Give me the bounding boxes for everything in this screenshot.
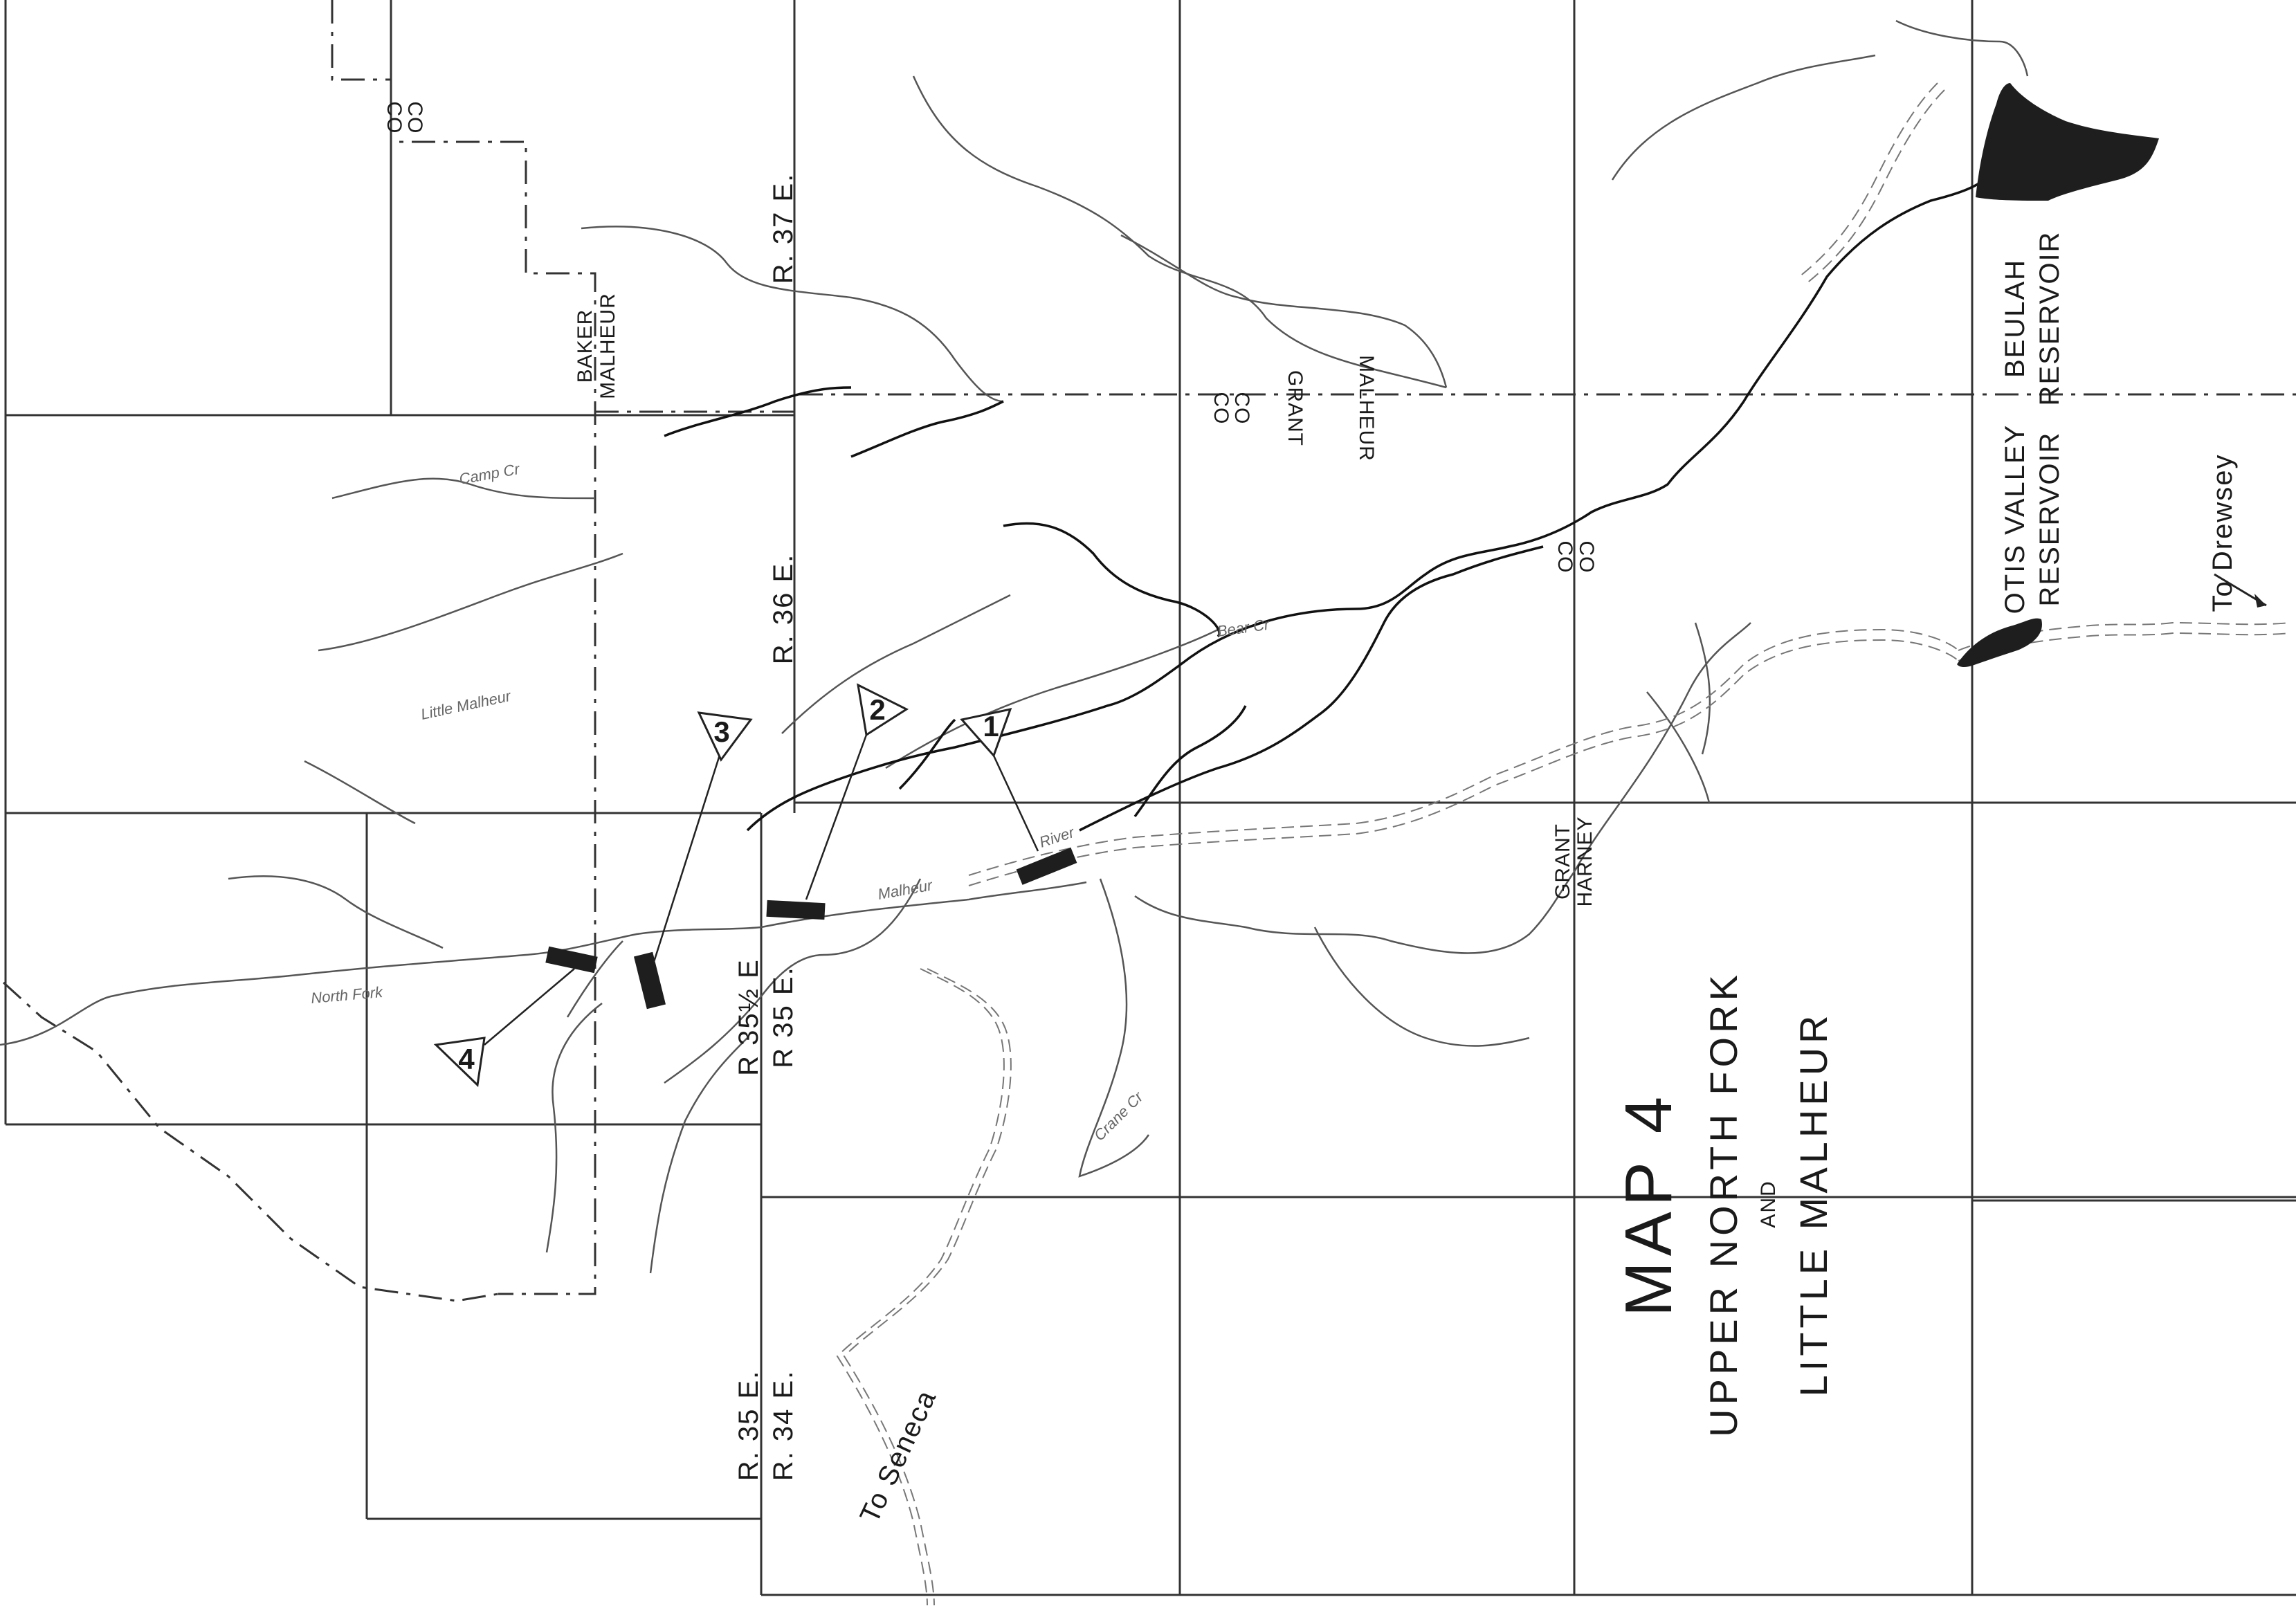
road-labels: To Drewsey To Seneca [855,454,2267,1528]
county-co-right-a: CO [1554,541,1576,574]
site-label-4: 4 [458,1043,475,1075]
stream-label-camp: Camp Cr [458,460,522,488]
range-labels: R. 37 E. R. 36 E. R 35½ E R 35 E. R. 35 … [734,173,799,1481]
county-co-mid-b: CO [1230,392,1253,425]
map-subtitle-2: LITTLE MALHEUR [1792,1012,1835,1397]
stream-label-bear: Bear Cr [1216,615,1271,640]
county-co-top-a: CO [383,102,406,134]
county-harney: HARNEY [1574,816,1596,906]
county-grant-a: GRANT [1284,370,1306,446]
stream-label-river: River [1037,823,1077,851]
county-grant-b: GRANT [1551,823,1574,900]
site-marker-3: 3 [697,711,753,762]
county-labels: CO CO BAKER MALHEUR CO CO GRANT MALHEUR … [383,102,1598,907]
otis-label-2: RESERVOIR [2034,432,2065,607]
site-label-3: 3 [713,715,729,748]
site-leaders [484,734,1039,1046]
range-r37: R. 37 E. [768,173,799,284]
reservoir-labels: BEULAH RESERVOIR OTIS VALLEY RESERVOIR [2000,231,2065,614]
roads [836,82,2291,1606]
road-label-seneca: To Seneca [855,1385,942,1527]
county-malheur-a: MALHEUR [596,293,619,399]
creeks [664,172,1994,832]
map-subtitle-and: AND [1757,1180,1780,1228]
otis-valley-reservoir [1957,618,2042,668]
beulah-label-1: BEULAH [2000,259,2030,378]
county-co-mid-a: CO [1210,392,1232,425]
site-marker-2: 2 [857,683,909,737]
county-malheur-b: MALHEUR [1355,355,1378,462]
map-subtitle-1: UPPER NORTH FORK [1702,971,1745,1437]
range-r34: R. 34 E. [768,1370,799,1481]
range-r35: R 35 E. [768,966,799,1068]
site-label-2: 2 [869,693,885,726]
township-grid [4,0,2296,1596]
site-label-1: 1 [983,710,999,742]
site-marker-1: 1 [960,707,1012,758]
beulah-label-2: RESERVOIR [2034,231,2065,406]
beulah-reservoir [1976,83,2159,201]
map-title: MAP 4 [1612,1091,1686,1317]
stream-label-malheur: Malheur [877,876,935,903]
road-label-drewsey: To Drewsey [2207,454,2238,612]
site-marker-4: 4 [433,1037,486,1088]
county-co-top-b: CO [403,102,426,134]
county-co-right-b: CO [1575,541,1598,574]
range-r35-b: R. 35 E. [734,1370,764,1481]
streams [0,19,2029,1274]
otis-label-1: OTIS VALLEY [2000,424,2030,614]
site-bars [545,847,1077,1010]
stream-label-north-fork: North Fork [310,983,384,1007]
stream-label-little-malheur: Little Malheur [419,687,513,723]
range-r36: R. 36 E. [768,554,799,665]
range-r35-half: R 35½ E [734,958,764,1076]
county-boundaries [2,0,2296,1302]
map-title-block: MAP 4 UPPER NORTH FORK AND LITTLE MALHEU… [1612,971,1835,1437]
stream-label-crane: Crane Cr [1091,1088,1147,1144]
county-baker: BAKER [574,309,596,383]
